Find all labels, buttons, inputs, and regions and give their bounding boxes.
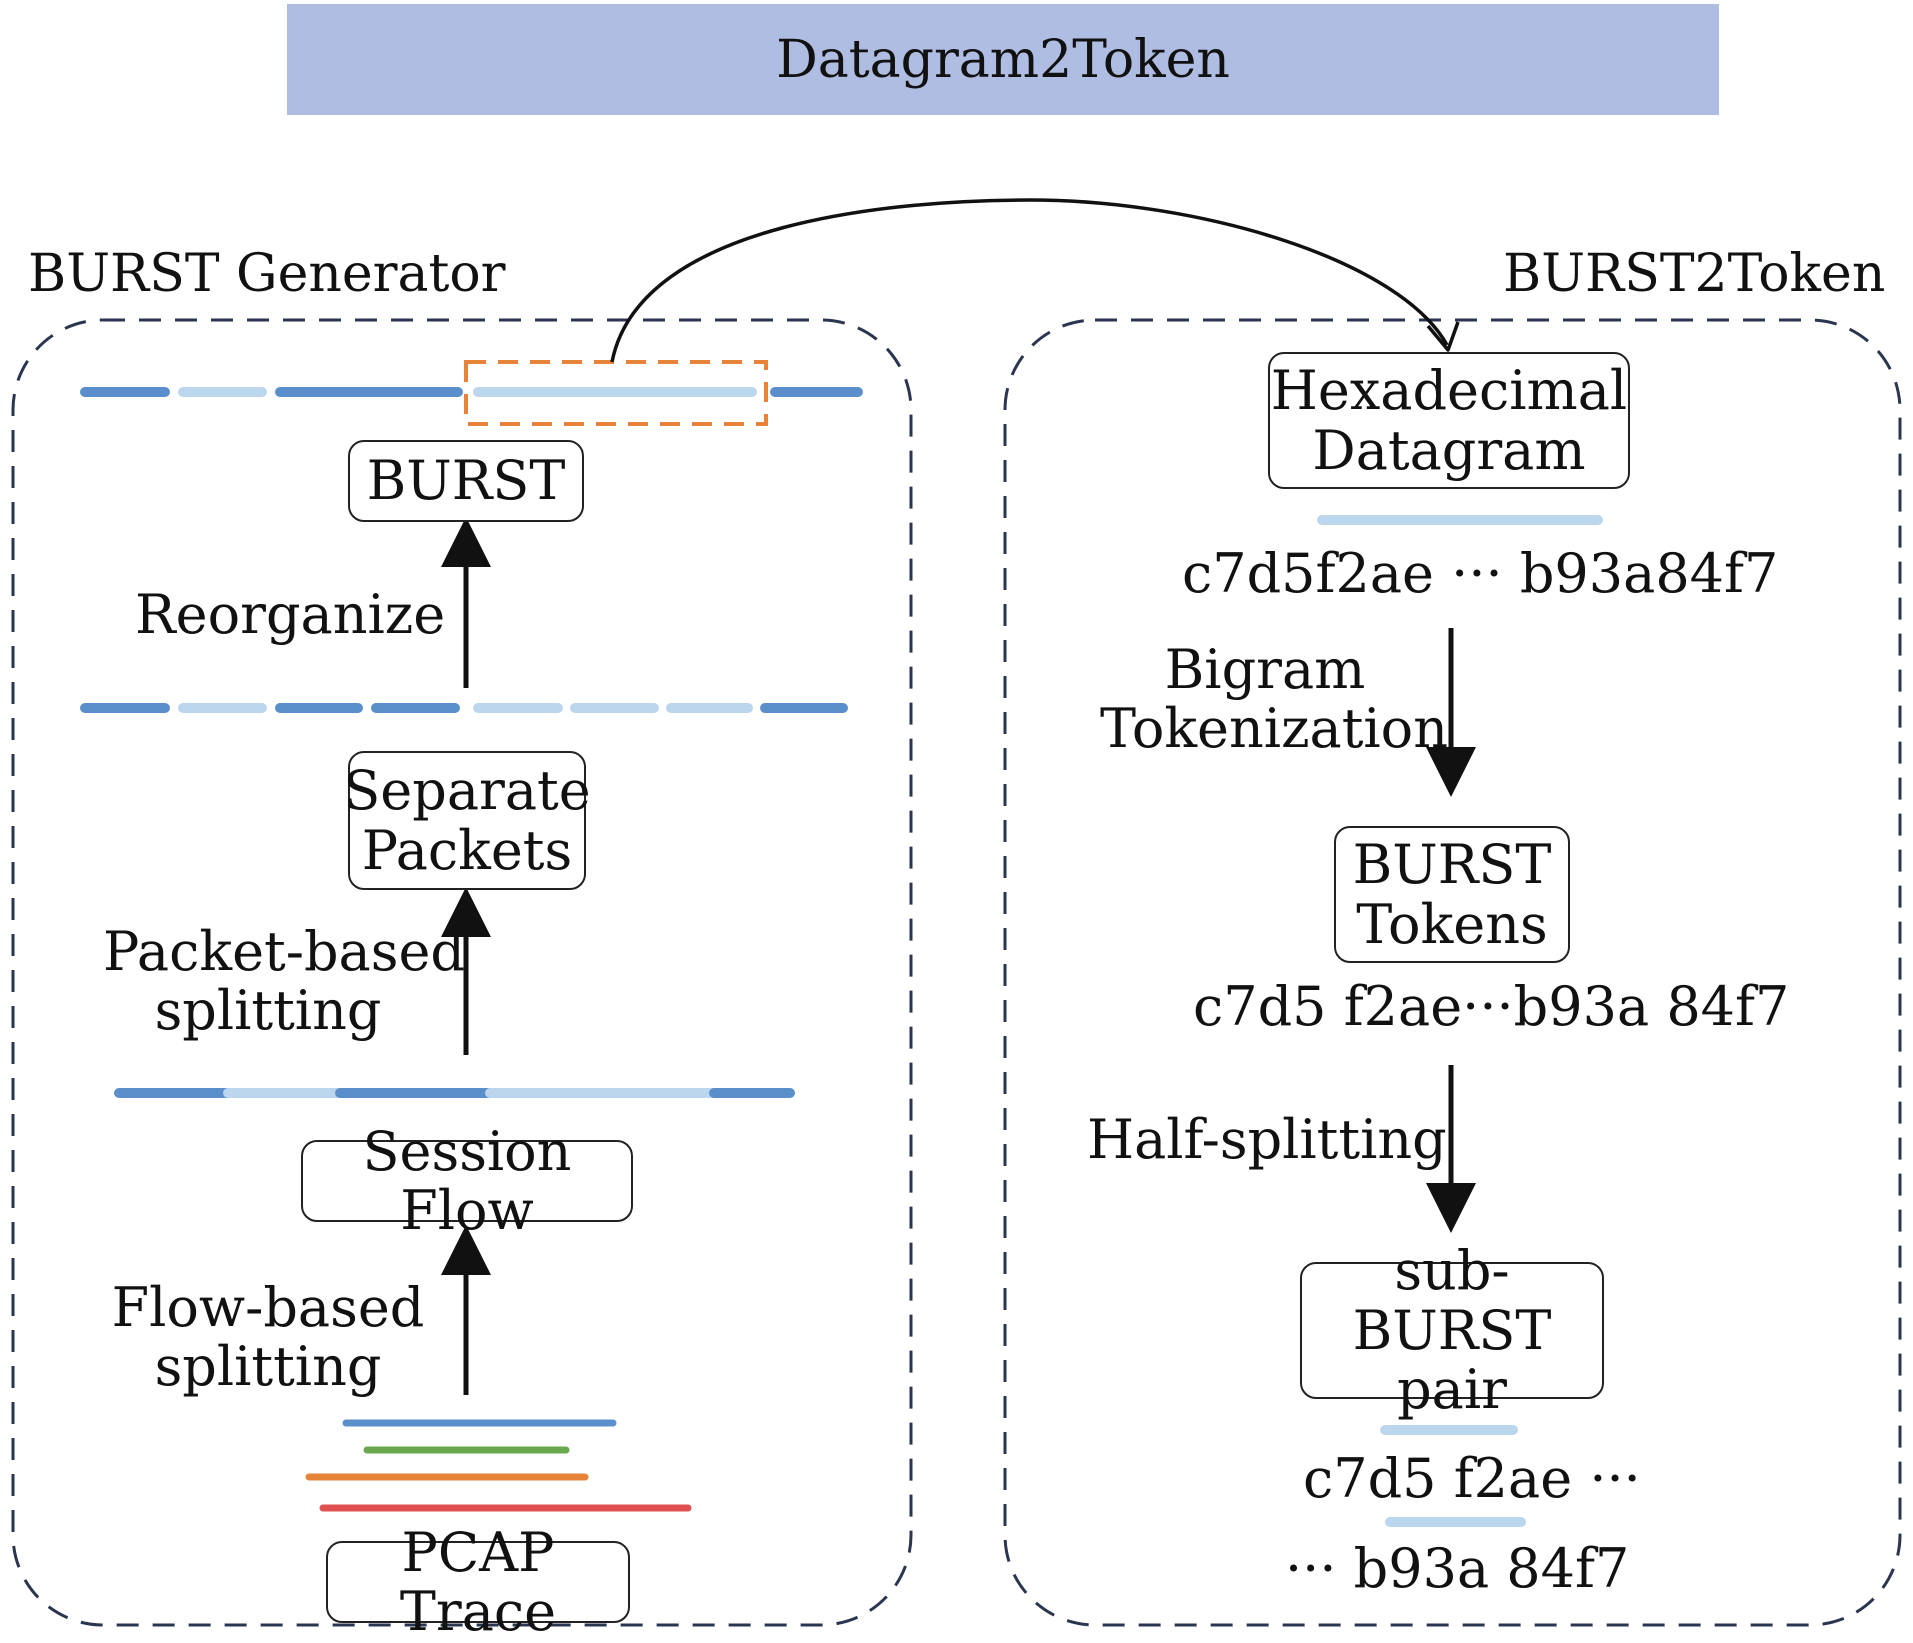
separate-packets-line-1: Separate [343,759,591,823]
sub-burst-pair-line-1: sub-BURST [1352,1239,1552,1362]
right-panel-title: BURST2Token [1503,244,1886,304]
curved-connector-arrow [610,198,1449,363]
burst-tokens-line-1: BURST [1352,833,1552,897]
diagram-title: Datagram2Token [776,29,1230,90]
pcap-flow-lines [305,1419,692,1512]
sub-burst-pair-node: sub-BURST pair [1300,1241,1604,1420]
burst-node: BURST [348,440,584,522]
sub-burst-pair-line-2: pair [1397,1358,1507,1422]
hex-datagram-node: Hexadecimal Datagram [1268,352,1630,489]
hex-datagram-line-2: Datagram [1312,418,1586,482]
burst-tokens-line-2: Tokens [1356,892,1548,956]
left-panel-title: BURST Generator [28,244,506,304]
diagram-title-banner: Datagram2Token [287,4,1719,115]
half-splitting-label: Half-splitting [1087,1108,1447,1171]
packet-based-line-1: Packet-based [103,920,465,983]
tokens-value: c7d5 f2ae···b93a 84f7 [1193,975,1790,1038]
hex-string-value: c7d5f2ae ··· b93a84f7 [1182,542,1779,605]
burst-tokens-node: BURST Tokens [1334,826,1570,963]
session-flow-label: Session Flow [362,1119,572,1242]
reorganize-label: Reorganize [135,583,446,646]
packet-based-line-2: splitting [154,979,382,1043]
burst-node-label: BURST [366,449,566,513]
burst-highlight-box [464,360,768,426]
sub-burst-first-value: c7d5 f2ae ··· [1303,1447,1641,1510]
separate-packets-node: Separate Packets [343,751,591,890]
bigram-line-1: Bigram [1164,638,1366,701]
bigram-line-2: Tokenization [1100,697,1448,761]
session-flow-node: Session Flow [301,1121,633,1240]
right-panel-border [1003,318,1902,1627]
left-panel-border [11,318,913,1627]
pcap-trace-node: PCAP Trace [326,1522,630,1641]
bigram-tokenization-label: Bigram Tokenization [1100,638,1448,761]
sub-burst-second-value: ··· b93a 84f7 [1285,1537,1630,1600]
flow-based-label: Flow-based splitting [103,1278,433,1397]
packet-based-label: Packet-based splitting [103,920,465,1043]
separate-packets-line-2: Packets [361,818,573,882]
hex-datagram-line-1: Hexadecimal [1270,359,1628,423]
flow-based-line-2: splitting [154,1335,382,1399]
flow-based-line-1: Flow-based [111,1276,425,1339]
pcap-trace-label: PCAP Trace [399,1520,557,1643]
